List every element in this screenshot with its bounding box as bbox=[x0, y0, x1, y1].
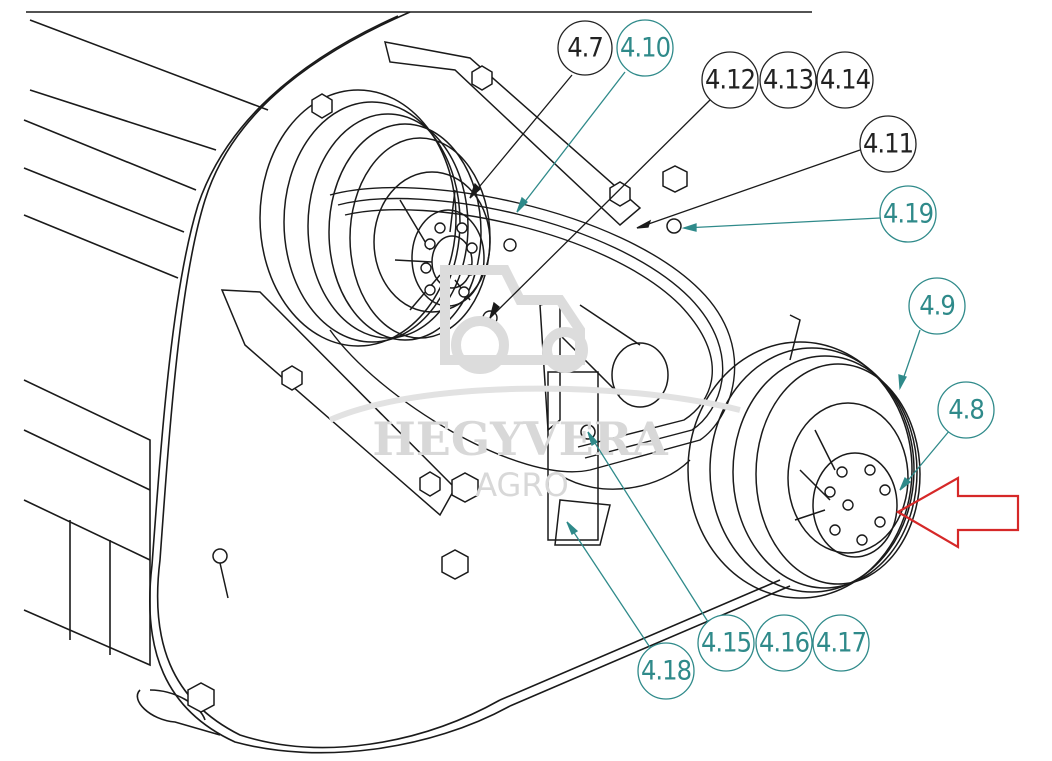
callout-4-7[interactable]: 4.7 bbox=[557, 20, 613, 76]
callout-label-4-15: 4.15 bbox=[701, 628, 751, 659]
callout-label-4-7: 4.7 bbox=[567, 33, 603, 64]
callout-label-4-12: 4.12 bbox=[705, 65, 755, 96]
callout-4-15[interactable]: 4.15 bbox=[697, 614, 755, 672]
callout-4-13[interactable]: 4.13 bbox=[759, 51, 817, 109]
callout-4-19[interactable]: 4.19 bbox=[879, 185, 937, 243]
callout-label-4-14: 4.14 bbox=[820, 65, 871, 96]
housing-nuts bbox=[187, 65, 688, 713]
callout-4-14[interactable]: 4.14 bbox=[816, 51, 874, 109]
callout-4-17[interactable]: 4.17 bbox=[812, 614, 870, 672]
housing-frame bbox=[23, 11, 812, 754]
grease-nipple bbox=[212, 548, 229, 599]
watermark-brand: HEGYVERA bbox=[372, 412, 669, 466]
callout-4-12[interactable]: 4.12 bbox=[701, 51, 759, 109]
callout-label-4-17: 4.17 bbox=[816, 628, 866, 659]
callout-4-16[interactable]: 4.16 bbox=[755, 614, 813, 672]
callout-label-4-9: 4.9 bbox=[919, 291, 955, 322]
leader-lines-black bbox=[469, 74, 861, 319]
callout-4-8[interactable]: 4.8 bbox=[937, 381, 995, 439]
callout-label-4-8: 4.8 bbox=[948, 395, 984, 426]
leader-lines-teal bbox=[516, 71, 951, 656]
lower-hub-bolts bbox=[824, 464, 891, 546]
callout-label-4-11: 4.11 bbox=[863, 129, 913, 160]
callout-4-18[interactable]: 4.18 bbox=[637, 642, 695, 700]
callout-4-10[interactable]: 4.10 bbox=[616, 19, 674, 77]
callout-label-4-18: 4.18 bbox=[641, 656, 691, 687]
callout-label-4-13: 4.13 bbox=[763, 65, 813, 96]
watermark-sub: AGRO bbox=[475, 466, 569, 504]
shaft bbox=[559, 304, 669, 408]
callout-label-4-19: 4.19 bbox=[883, 199, 933, 230]
lower-pulley bbox=[687, 341, 921, 599]
upper-pulley bbox=[259, 89, 491, 347]
red-arrow bbox=[895, 476, 1020, 549]
callout-4-11[interactable]: 4.11 bbox=[859, 115, 917, 173]
callout-4-9[interactable]: 4.9 bbox=[908, 277, 966, 335]
watermark: HEGYVERA AGRO bbox=[328, 265, 741, 504]
callout-label-4-10: 4.10 bbox=[620, 33, 670, 64]
callout-label-4-16: 4.16 bbox=[759, 628, 809, 659]
